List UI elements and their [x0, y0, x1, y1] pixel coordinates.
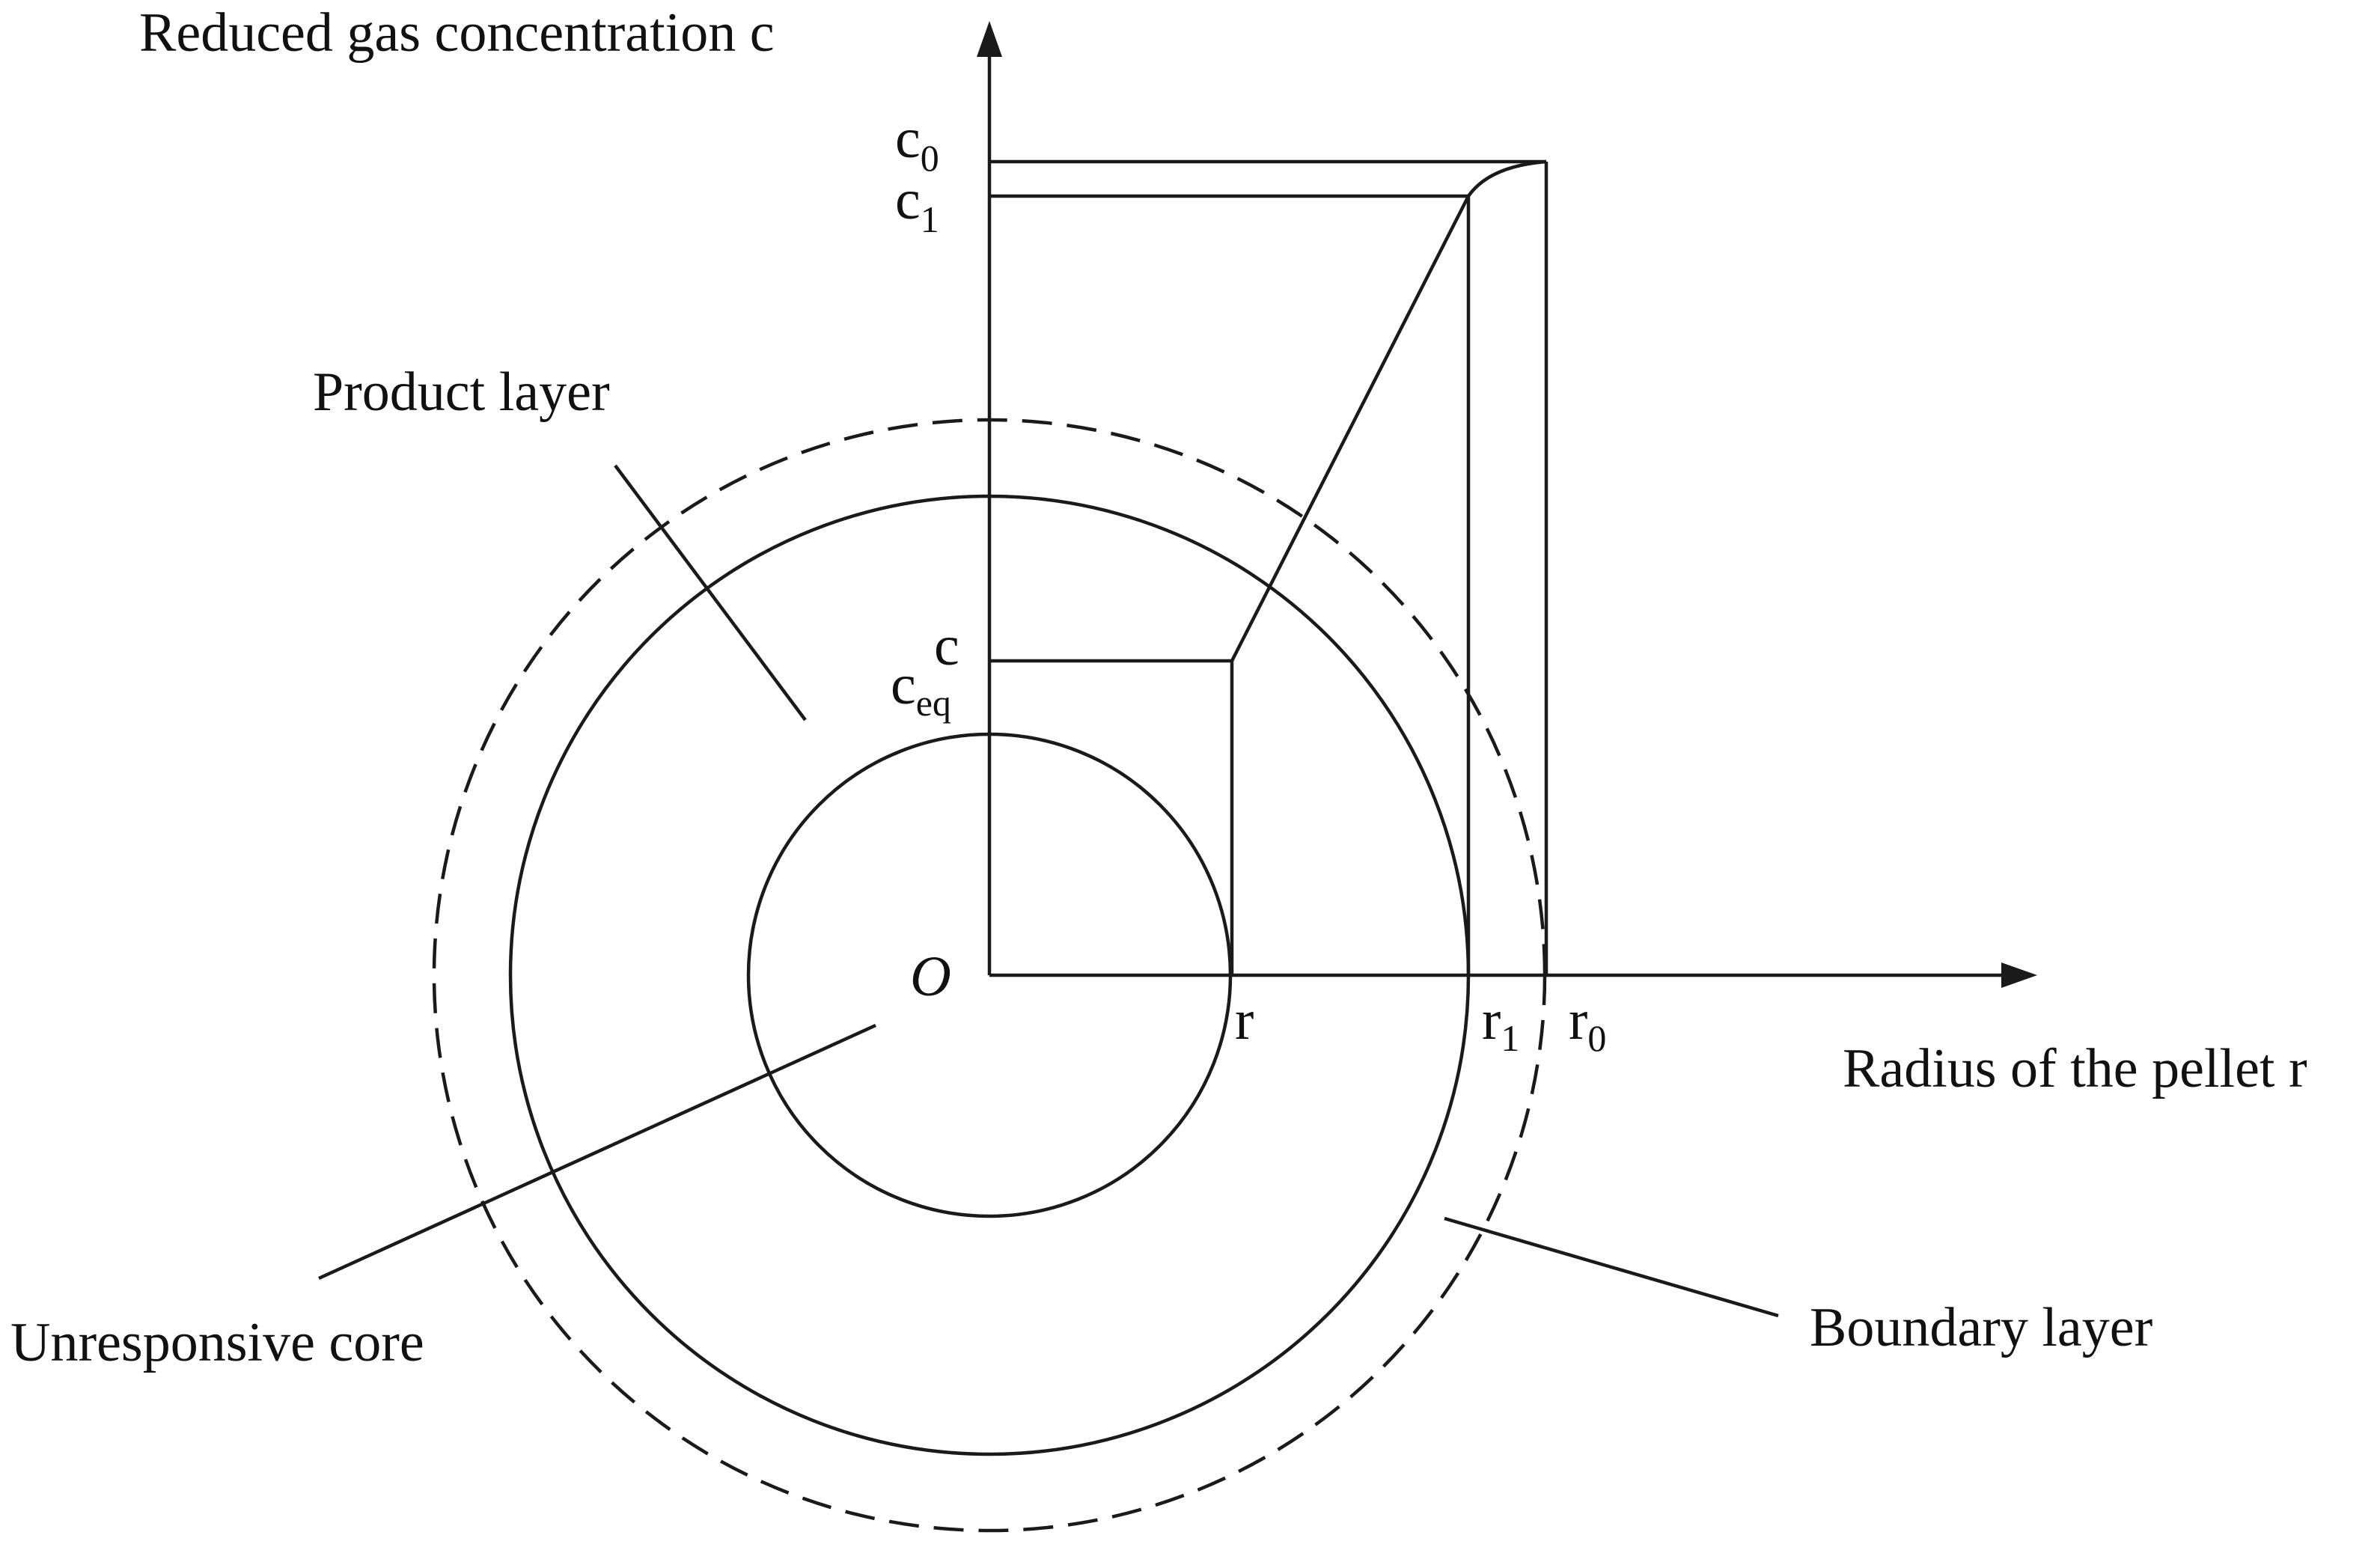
unresponsive-core-label: Unresponsive core — [10, 1312, 424, 1373]
r0-label: r0 — [1569, 989, 1606, 1059]
x-axis-arrowhead — [2001, 962, 2037, 988]
boundary-layer-leader — [1444, 1216, 1779, 1318]
x-axis-label: Radius of the pellet r — [1843, 1038, 2307, 1099]
c-label: c — [934, 614, 959, 677]
unresponsive-core-leader — [318, 1023, 876, 1281]
c1-label: c1 — [895, 168, 939, 240]
product-layer-label: Product layer — [313, 361, 610, 423]
boundary-layer-profile — [1467, 159, 1547, 198]
origin-label: O — [910, 945, 951, 1008]
product-layer-leader — [614, 464, 807, 721]
y-axis-arrowhead — [977, 21, 1002, 57]
c0-label: c0 — [895, 107, 939, 179]
concentration-profile — [989, 195, 1471, 975]
r1-label: r1 — [1482, 989, 1519, 1059]
ceq-label: ceq — [891, 653, 951, 724]
r-label: r — [1235, 989, 1254, 1052]
y-axis-label: Reduced gas concentration c — [139, 2, 775, 64]
boundary-layer-label: Boundary layer — [1810, 1297, 2152, 1358]
